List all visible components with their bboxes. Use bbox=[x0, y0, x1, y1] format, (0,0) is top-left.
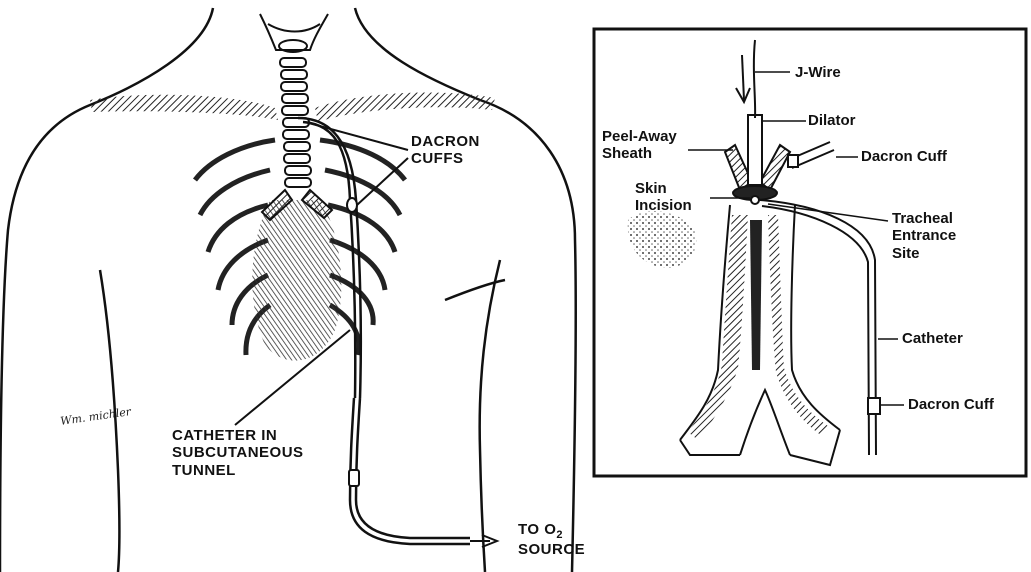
j-wire-label: J-Wire bbox=[795, 64, 841, 81]
to-o2-prefix: TO O bbox=[518, 521, 556, 538]
o2-subscript: 2 bbox=[556, 529, 563, 541]
dilator-label: Dilator bbox=[808, 112, 856, 129]
heart-region bbox=[252, 200, 341, 361]
catheter-tunnel-label: CATHETER IN SUBCUTANEOUS TUNNEL bbox=[172, 427, 304, 479]
to-o2-label: TO O2 bbox=[518, 521, 563, 542]
tracheal-entrance-label: Tracheal Entrance Site bbox=[892, 210, 956, 262]
peel-away-sheath-label: Peel-Away Sheath bbox=[602, 128, 677, 163]
skin-incision-label: Skin Incision bbox=[635, 180, 692, 215]
larynx bbox=[260, 14, 328, 52]
dacron-cuff-bottom-label: Dacron Cuff bbox=[908, 396, 994, 413]
o2-source-label: SOURCE bbox=[518, 541, 585, 558]
dacron-cuff-top-label: Dacron Cuff bbox=[861, 148, 947, 165]
dacron-cuffs-label: DACRON CUFFS bbox=[411, 133, 480, 168]
catheter-label: Catheter bbox=[902, 330, 963, 347]
